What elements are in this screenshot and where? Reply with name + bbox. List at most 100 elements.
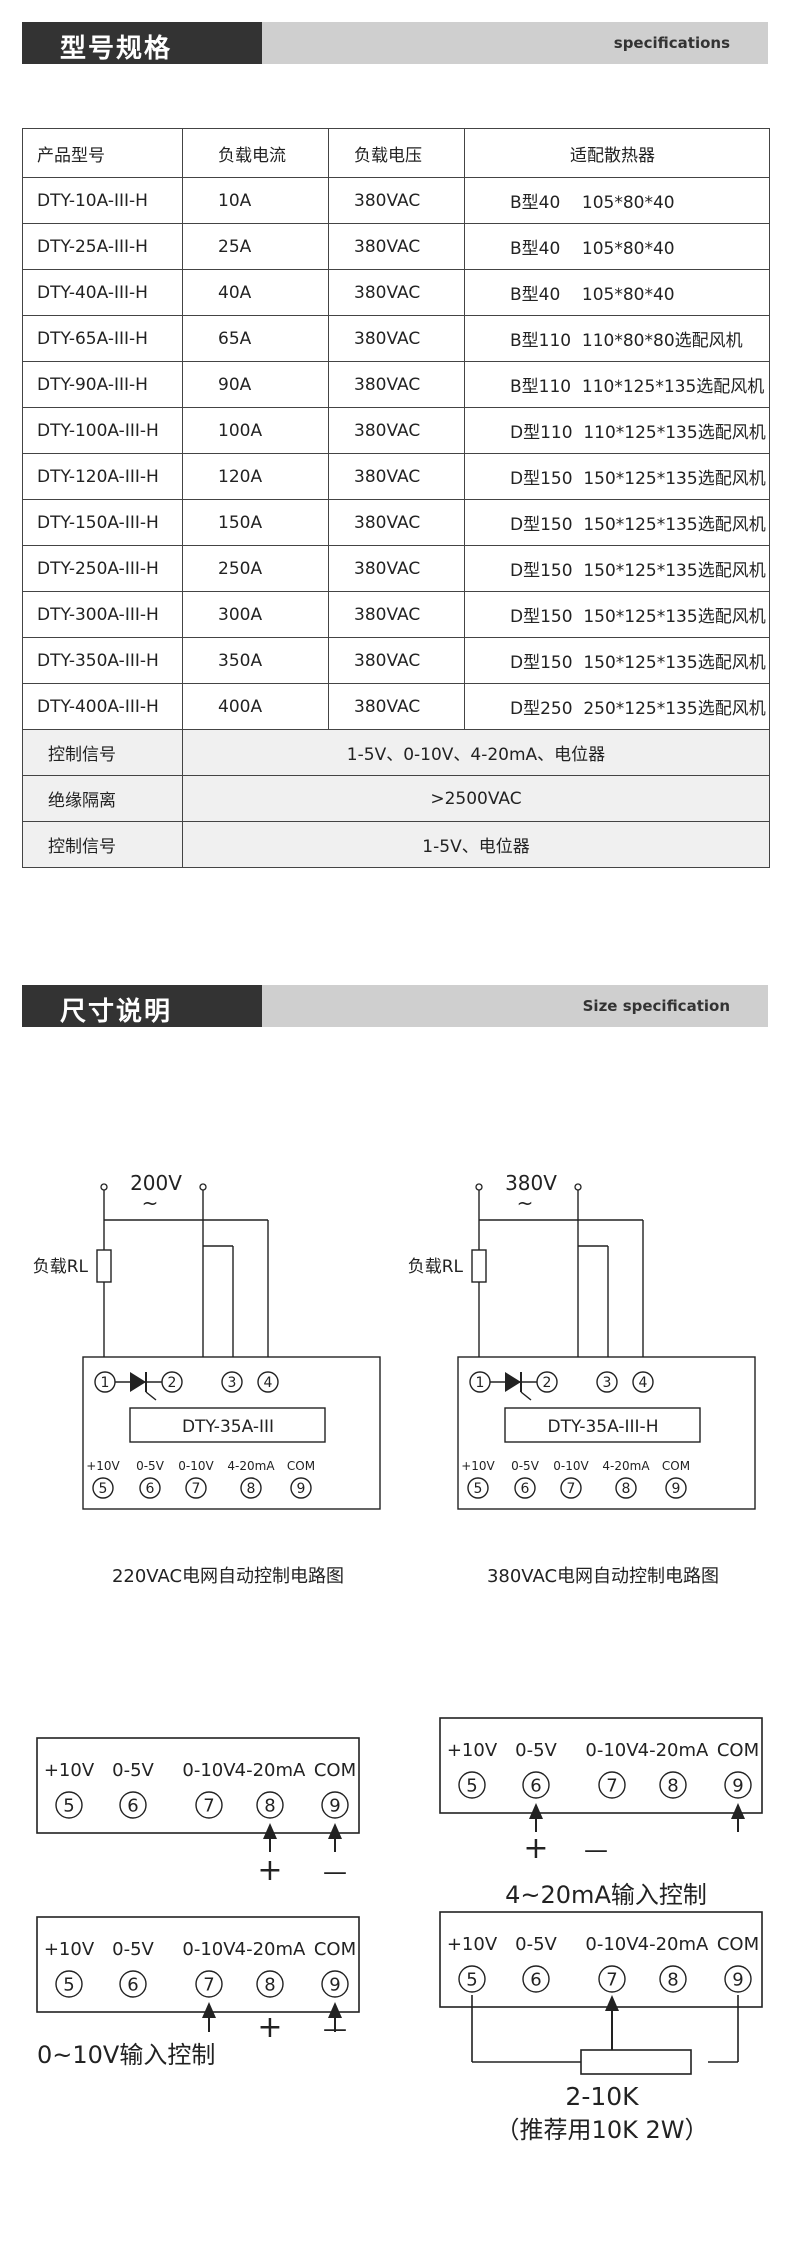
terminal-number: 7 bbox=[606, 1969, 617, 1990]
table-cell: 380VAC bbox=[328, 545, 465, 592]
terminal-label: 4-20mA bbox=[227, 1459, 275, 1473]
table-cell: 380VAC bbox=[328, 223, 465, 270]
circuit-caption: 220VAC电网自动控制电路图 bbox=[112, 1566, 344, 1587]
terminal-label: COM bbox=[717, 1934, 759, 1955]
table-cell: DTY-120A-III-H bbox=[22, 453, 183, 500]
terminal-label: 0-5V bbox=[136, 1459, 165, 1473]
wiring-caption: 0~10V输入控制 bbox=[37, 2041, 215, 2069]
terminal-number: 6 bbox=[146, 1481, 155, 1497]
table-cell: 380VAC bbox=[328, 637, 465, 684]
terminal-number: 9 bbox=[732, 1775, 743, 1796]
load-label: 负载RL bbox=[408, 1257, 464, 1277]
size-section-header: 尺寸说明 Size specification bbox=[22, 985, 768, 1027]
section-subtitle: Size specification bbox=[582, 997, 730, 1015]
terminal-label: 0-5V bbox=[515, 1740, 557, 1761]
terminal-number: 2 bbox=[168, 1375, 177, 1391]
terminal-number: 1 bbox=[101, 1375, 110, 1391]
supply-terminal bbox=[574, 1183, 582, 1191]
table-cell: B型40 105*80*40 bbox=[464, 223, 770, 270]
terminal-label: COM bbox=[314, 1760, 356, 1781]
terminal-number: 4 bbox=[264, 1375, 273, 1391]
table-cell: 380VAC bbox=[328, 591, 465, 638]
terminal-circle bbox=[458, 1965, 486, 1993]
table-cell: 控制信号 bbox=[22, 821, 183, 868]
thyristor-icon bbox=[505, 1372, 521, 1392]
table-cell: 380VAC bbox=[328, 177, 465, 224]
terminal-circle bbox=[665, 1477, 687, 1499]
terminal-label: COM bbox=[314, 1939, 356, 1960]
terminal-number: 5 bbox=[466, 1969, 477, 1990]
table-cell: B型110 110*80*80选配风机 bbox=[464, 315, 770, 362]
table-header-row: 产品型号负载电流负载电压适配散热器 bbox=[22, 128, 770, 178]
table-footer-row: 绝缘隔离>2500VAC bbox=[22, 775, 770, 822]
load-resistor bbox=[96, 1249, 112, 1283]
table-cell: 300A bbox=[182, 591, 329, 638]
terminal-number: 6 bbox=[530, 1775, 541, 1796]
terminal-circle bbox=[55, 1791, 83, 1819]
terminal-label: COM bbox=[287, 1459, 315, 1473]
terminal-number: 9 bbox=[297, 1481, 306, 1497]
terminal-block bbox=[439, 1717, 763, 1814]
section-subtitle-bar bbox=[262, 22, 768, 64]
terminal-number: 8 bbox=[247, 1481, 256, 1497]
table-cell: B型40 105*80*40 bbox=[464, 177, 770, 224]
terminal-number: 5 bbox=[99, 1481, 108, 1497]
terminal-circle bbox=[139, 1477, 161, 1499]
table-cell: 380VAC bbox=[328, 269, 465, 316]
terminal-label: +10V bbox=[447, 1740, 498, 1761]
terminal-circle bbox=[290, 1477, 312, 1499]
table-cell: 150A bbox=[182, 499, 329, 546]
terminal-circle bbox=[195, 1791, 223, 1819]
table-cell: 380VAC bbox=[328, 315, 465, 362]
table-cell: 250A bbox=[182, 545, 329, 592]
terminal-number: 8 bbox=[667, 1775, 678, 1796]
model-label-box bbox=[504, 1407, 701, 1443]
terminal-label: +10V bbox=[44, 1760, 95, 1781]
potentiometer bbox=[580, 2049, 692, 2075]
terminal-block bbox=[36, 1737, 360, 1834]
terminal-number: 7 bbox=[606, 1775, 617, 1796]
plus-sign: + bbox=[257, 2010, 282, 2045]
terminal-circle bbox=[257, 1371, 279, 1393]
table-cell: DTY-300A-III-H bbox=[22, 591, 183, 638]
table-cell: 380VAC bbox=[328, 361, 465, 408]
table-cell: D型150 150*125*135选配风机 bbox=[464, 453, 770, 500]
table-cell: DTY-250A-III-H bbox=[22, 545, 183, 592]
section-title: 型号规格 bbox=[60, 34, 173, 64]
terminal-number: 9 bbox=[329, 1974, 340, 1995]
table-cell: 90A bbox=[182, 361, 329, 408]
terminal-label: 0-5V bbox=[515, 1934, 557, 1955]
supply-terminal bbox=[475, 1183, 483, 1191]
table-cell: DTY-100A-III-H bbox=[22, 407, 183, 454]
wire bbox=[520, 1391, 532, 1401]
thyristor-icon bbox=[130, 1372, 146, 1392]
table-cell: 400A bbox=[182, 683, 329, 730]
terminal-circle bbox=[632, 1371, 654, 1393]
terminal-number: 3 bbox=[228, 1375, 237, 1391]
column-header: 产品型号 bbox=[22, 128, 183, 178]
terminal-label: 0-10V bbox=[585, 1740, 639, 1761]
terminal-number: 6 bbox=[521, 1481, 530, 1497]
table-cell: 380VAC bbox=[328, 407, 465, 454]
table-cell: D型110 110*125*135选配风机 bbox=[464, 407, 770, 454]
terminal-block bbox=[36, 1916, 360, 2013]
table-cell: D型150 150*125*135选配风机 bbox=[464, 545, 770, 592]
table-cell: 380VAC bbox=[328, 499, 465, 546]
table-cell: 10A bbox=[182, 177, 329, 224]
table-cell: D型150 150*125*135选配风机 bbox=[464, 591, 770, 638]
arrow-up-icon bbox=[263, 1823, 277, 1839]
terminal-number: 7 bbox=[567, 1481, 576, 1497]
terminal-number: 6 bbox=[530, 1969, 541, 1990]
section-title-bar bbox=[22, 985, 262, 1027]
